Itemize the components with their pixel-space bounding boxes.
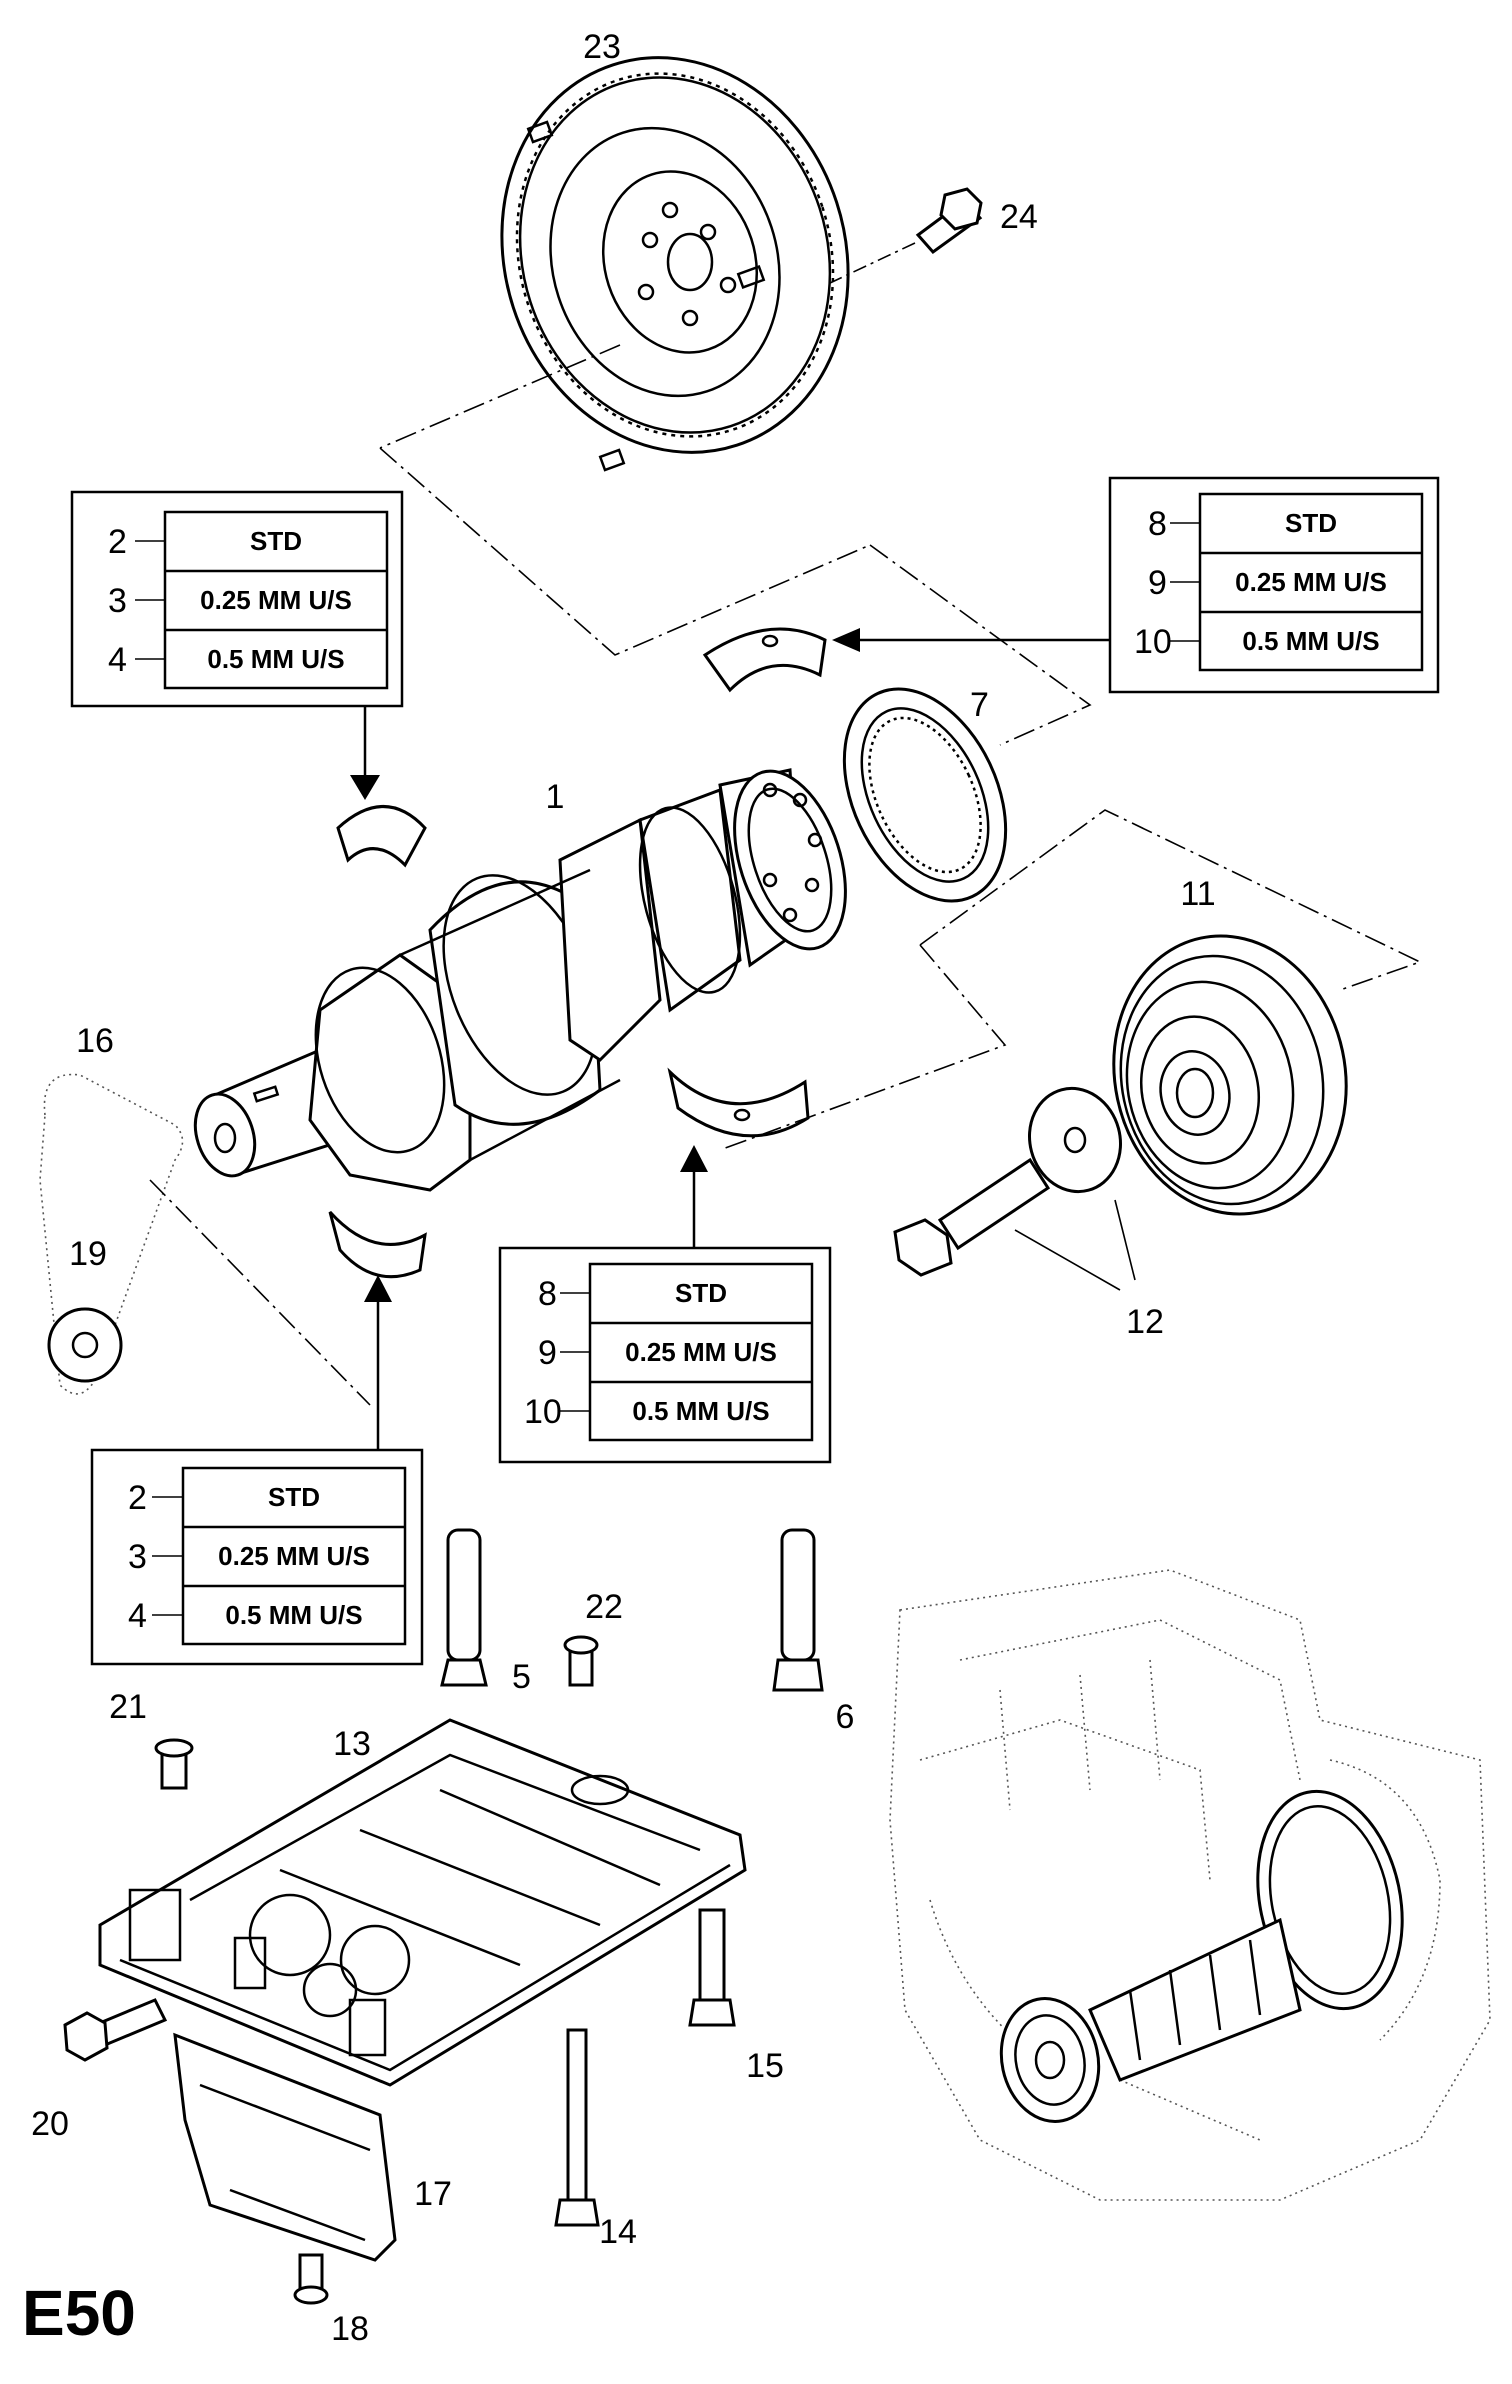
bolt-20-part (63, 1998, 168, 2062)
callout-14: 14 (599, 2213, 637, 2251)
engine-locator-illustration (889, 1569, 1491, 2201)
pulley-washer-part (1027, 1086, 1123, 1194)
lower-left-bearing-shell-part (328, 1210, 427, 1279)
pulley-bolt-part (893, 1157, 1051, 1277)
oil-pan-part (173, 2032, 397, 2262)
callout-7: 7 (970, 686, 989, 724)
table-cell: 0.5 MM U/S (225, 1600, 362, 1630)
timing-chain-part (39, 1073, 184, 1395)
flywheel-bolt-part (915, 187, 983, 255)
screw-21-part (154, 1738, 194, 1790)
table-cell: 0.25 MM U/S (218, 1541, 370, 1571)
table-ref: 4 (108, 641, 127, 679)
callout-6: 6 (836, 1698, 855, 1736)
callout-17: 17 (414, 2175, 452, 2213)
callout-24: 24 (1000, 198, 1038, 236)
callout-21: 21 (109, 1688, 147, 1726)
callout-11: 11 (1180, 875, 1215, 913)
callout-16: 16 (76, 1022, 114, 1060)
table-cell: 0.25 MM U/S (200, 585, 352, 615)
table-cell: 0.5 MM U/S (207, 644, 344, 674)
rear-oil-seal-part (842, 687, 1008, 903)
upper-bearing-shell-part (702, 627, 827, 693)
table-ref: 9 (538, 1334, 557, 1372)
screw-22-part (563, 1635, 599, 1687)
table-ref: 2 (128, 1479, 147, 1517)
bearing-shell-table-middle: 8 9 10 STD 0.25 MM U/S 0.5 MM U/S (498, 1246, 832, 1464)
bearing-shell-table-upper-right: 8 9 10 STD 0.25 MM U/S 0.5 MM U/S (1108, 476, 1440, 694)
table-cell: STD (268, 1482, 320, 1512)
callout-13: 13 (333, 1725, 371, 1763)
upper-left-bearing-shell-part (336, 805, 427, 868)
table-ref: 8 (538, 1275, 557, 1313)
crankshaft-part (193, 768, 847, 1192)
table-cell: 0.5 MM U/S (1242, 626, 1379, 656)
main-bearing-bolt-6-part (772, 1528, 824, 1692)
callout-20: 20 (31, 2105, 69, 2143)
table-cell: 0.25 MM U/S (625, 1337, 777, 1367)
table-cell: 0.5 MM U/S (632, 1396, 769, 1426)
table-cell: 0.25 MM U/S (1235, 567, 1387, 597)
table-ref: 2 (108, 523, 127, 561)
table-ref: 10 (1134, 623, 1172, 661)
drain-plug-18-part (293, 2253, 329, 2305)
callout-22: 22 (585, 1588, 623, 1626)
callout-12: 12 (1126, 1303, 1164, 1341)
crank-sprocket-part (47, 1307, 123, 1383)
table-ref: 8 (1148, 505, 1167, 543)
bearing-shell-table-upper-left: 2 3 4 STD 0.25 MM U/S 0.5 MM U/S (70, 490, 404, 708)
main-bearing-bolt-5-part (440, 1528, 488, 1687)
callout-18: 18 (331, 2310, 369, 2348)
callout-15: 15 (746, 2047, 784, 2085)
flywheel-part (500, 56, 850, 472)
table-cell: STD (1285, 508, 1337, 538)
callout-23: 23 (583, 28, 621, 66)
table-ref: 10 (524, 1393, 562, 1431)
table-ref: 4 (128, 1597, 147, 1635)
table-cell: STD (675, 1278, 727, 1308)
callout-19: 19 (69, 1235, 107, 1273)
table-ref: 3 (108, 582, 127, 620)
bolt-15-part (688, 1908, 736, 2027)
crank-pulley-part (1112, 934, 1348, 1216)
callout-1: 1 (546, 778, 565, 816)
bearing-shell-table-lower-left: 2 3 4 STD 0.25 MM U/S 0.5 MM U/S (90, 1448, 424, 1666)
lower-right-bearing-shell-part (667, 1067, 810, 1138)
bolt-14-part (554, 2028, 600, 2227)
table-cell: STD (250, 526, 302, 556)
bearing-carrier-part (98, 1718, 747, 2087)
table-ref: 3 (128, 1538, 147, 1576)
table-ref: 9 (1148, 564, 1167, 602)
callout-5: 5 (512, 1658, 531, 1696)
page-id-label: E50 (22, 2277, 136, 2349)
